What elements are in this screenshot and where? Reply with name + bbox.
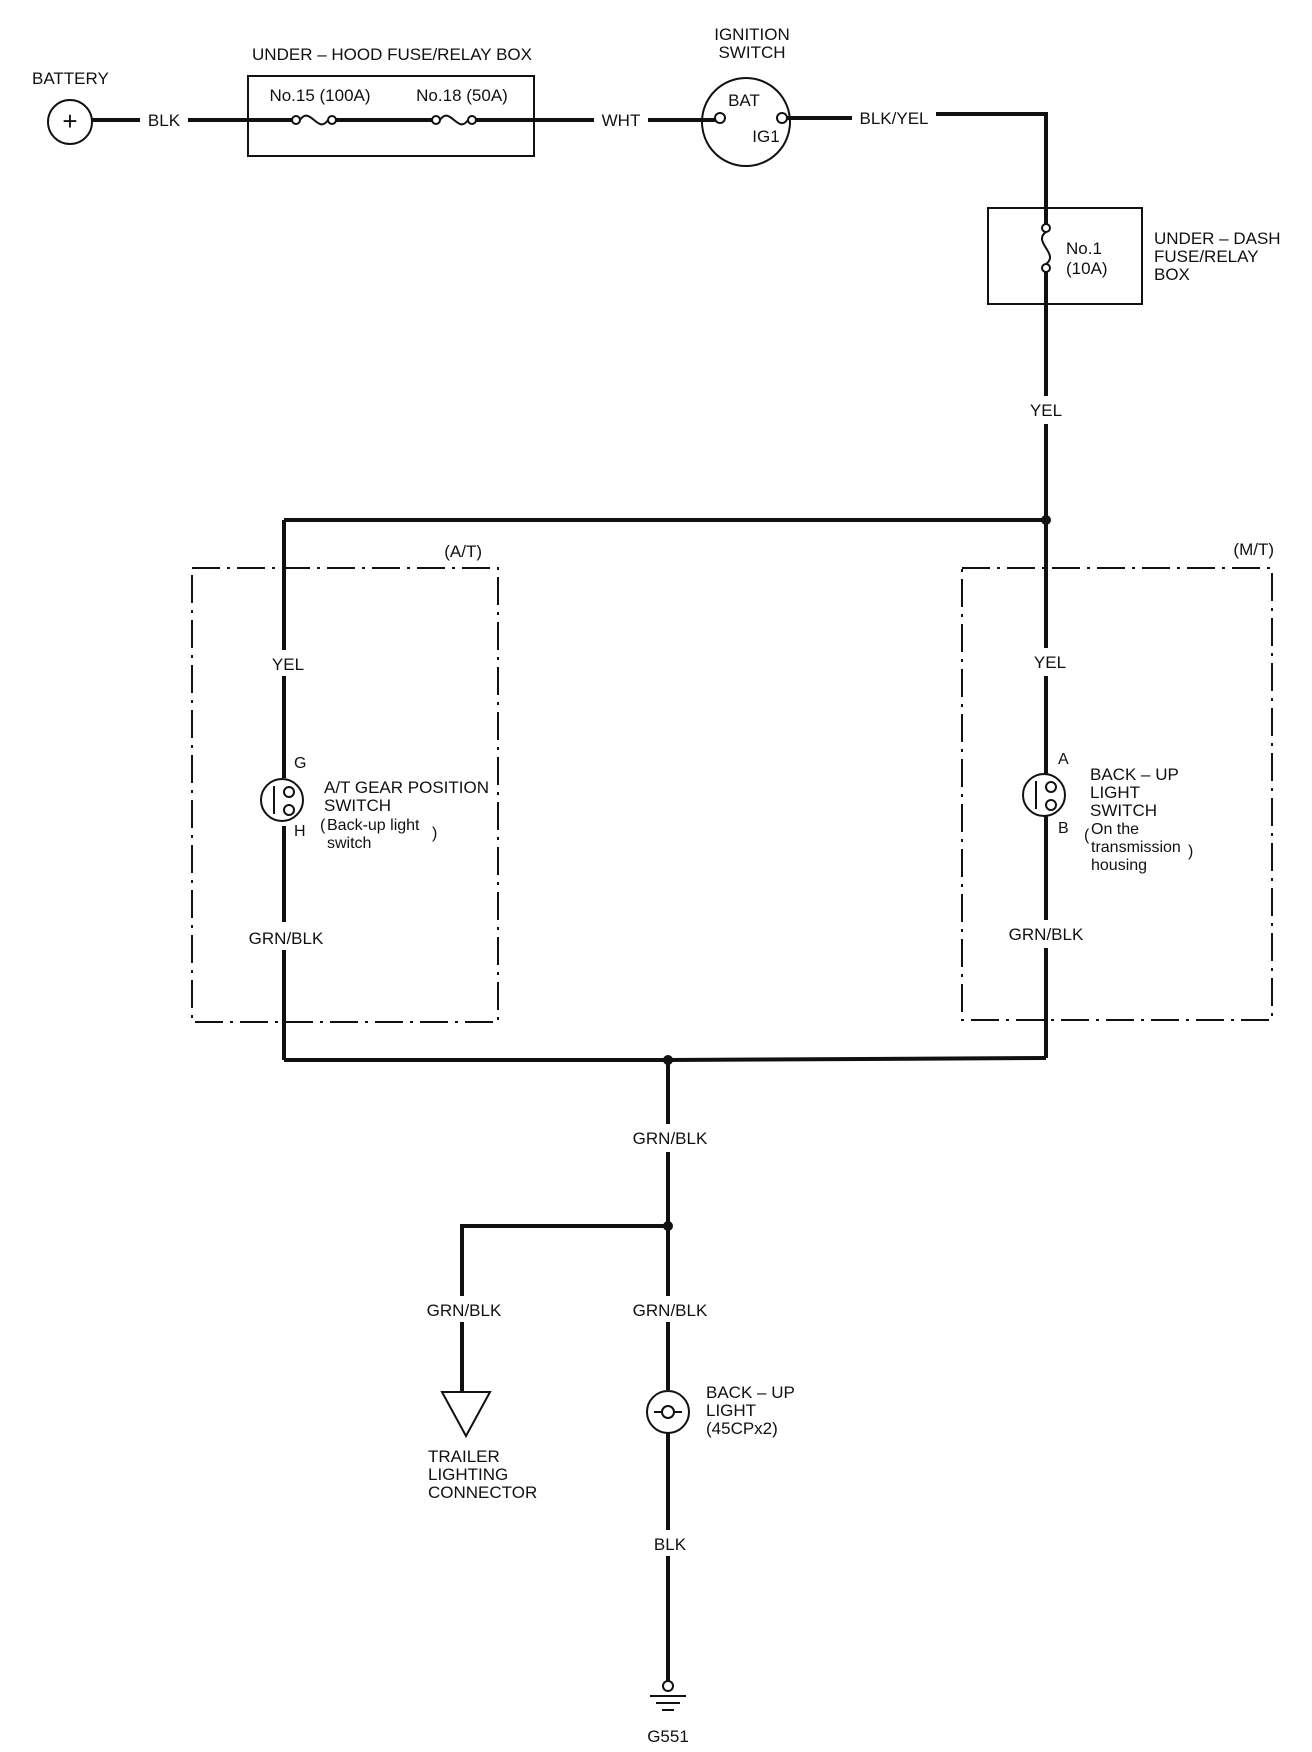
backup-light-bulb [646, 1390, 690, 1434]
backup-light-label-3: (45CPx2) [706, 1419, 778, 1438]
underhood-fusebox-title: UNDER – HOOD FUSE/RELAY BOX [252, 45, 532, 64]
ignition-switch-title-1: IGNITION [714, 25, 790, 44]
underdash-fusebox-title-3: BOX [1154, 265, 1190, 284]
ground-symbol [650, 1680, 686, 1711]
wire-label-yel-mt: YEL [1034, 653, 1066, 672]
trailer-label-3: CONNECTOR [428, 1483, 537, 1502]
at-option-tag: (A/T) [444, 542, 482, 561]
ground-label: G551 [647, 1727, 689, 1746]
ignition-ig1-label: IG1 [752, 127, 779, 146]
mt-switch-note-3: housing [1091, 857, 1147, 874]
backup-light-label-2: LIGHT [706, 1401, 756, 1420]
ignition-switch-title-2: SWITCH [718, 43, 785, 62]
fuse-18-symbol [431, 114, 534, 126]
wire-label-grn-blk-mt: GRN/BLK [1009, 925, 1084, 944]
wire-label-grn-blk-light: GRN/BLK [633, 1301, 708, 1320]
at-switch-note-2: switch [327, 835, 371, 852]
wire-label-blk-ground: BLK [654, 1535, 687, 1554]
wire-label-grn-blk-trailer: GRN/BLK [427, 1301, 502, 1320]
battery-label: BATTERY [32, 69, 109, 88]
at-switch-name-1: A/T GEAR POSITION [324, 778, 489, 797]
fuse-15-label: No.15 (100A) [269, 86, 370, 105]
wire-label-yel-at: YEL [272, 655, 304, 674]
wire-label-blk-battery: BLK [148, 111, 181, 130]
mt-pin-b: B [1058, 820, 1069, 837]
at-pin-g: G [294, 755, 306, 772]
at-switch-note-paren-close: ) [432, 825, 437, 842]
fuse-15-symbol [248, 114, 432, 126]
fuse-1-label: No.1 [1066, 239, 1102, 258]
mt-option-tag: (M/T) [1233, 540, 1274, 559]
underhood-fusebox [247, 75, 535, 157]
at-gear-position-switch [260, 778, 304, 822]
ignition-bat-label: BAT [728, 91, 760, 110]
trailer-label-1: TRAILER [428, 1447, 500, 1466]
backup-light-label-1: BACK – UP [706, 1383, 795, 1402]
underdash-fusebox [987, 207, 1143, 305]
at-switch-note-paren-open: ( [320, 817, 326, 834]
wire-label-yel-dash: YEL [1030, 401, 1062, 420]
at-switch-note-1: Back-up light [327, 817, 420, 834]
wire-label-blk-yel: BLK/YEL [860, 109, 929, 128]
wire-ignition-to-dashfuse [787, 112, 1048, 206]
fuse-1-rating: (10A) [1066, 259, 1108, 278]
mt-switch-name-1: BACK – UP [1090, 765, 1179, 784]
backup-light-switch [1022, 773, 1066, 817]
wire-label-grn-blk-at: GRN/BLK [249, 929, 324, 948]
battery: + [47, 99, 93, 145]
fuse-1-symbol [1040, 206, 1052, 304]
wire-label-wht: WHT [602, 111, 641, 130]
mt-switch-note-2: transmission [1091, 839, 1181, 856]
at-switch-name-2: SWITCH [324, 796, 391, 815]
ignition-switch [701, 77, 791, 167]
mt-switch-note-1: On the [1091, 821, 1139, 838]
wire-trailer-branch [460, 1224, 668, 1392]
mt-pin-a: A [1058, 751, 1069, 768]
battery-plus-symbol: + [62, 106, 77, 136]
at-pin-h: H [294, 823, 306, 840]
trailer-label-2: LIGHTING [428, 1465, 508, 1484]
trailer-connector-symbol [440, 1391, 492, 1439]
fuse-18-label: No.18 (50A) [416, 86, 508, 105]
mt-switch-name-2: LIGHT [1090, 783, 1140, 802]
underdash-fusebox-title-1: UNDER – DASH [1154, 229, 1281, 248]
mt-option-boundary [961, 567, 1273, 1021]
at-option-boundary [191, 567, 499, 1023]
underdash-fusebox-title-2: FUSE/RELAY [1154, 247, 1259, 266]
mt-switch-note-paren-open: ( [1084, 827, 1090, 844]
mt-switch-name-3: SWITCH [1090, 801, 1157, 820]
wire-label-grn-blk-common: GRN/BLK [633, 1129, 708, 1148]
mt-switch-note-paren-close: ) [1188, 843, 1193, 860]
